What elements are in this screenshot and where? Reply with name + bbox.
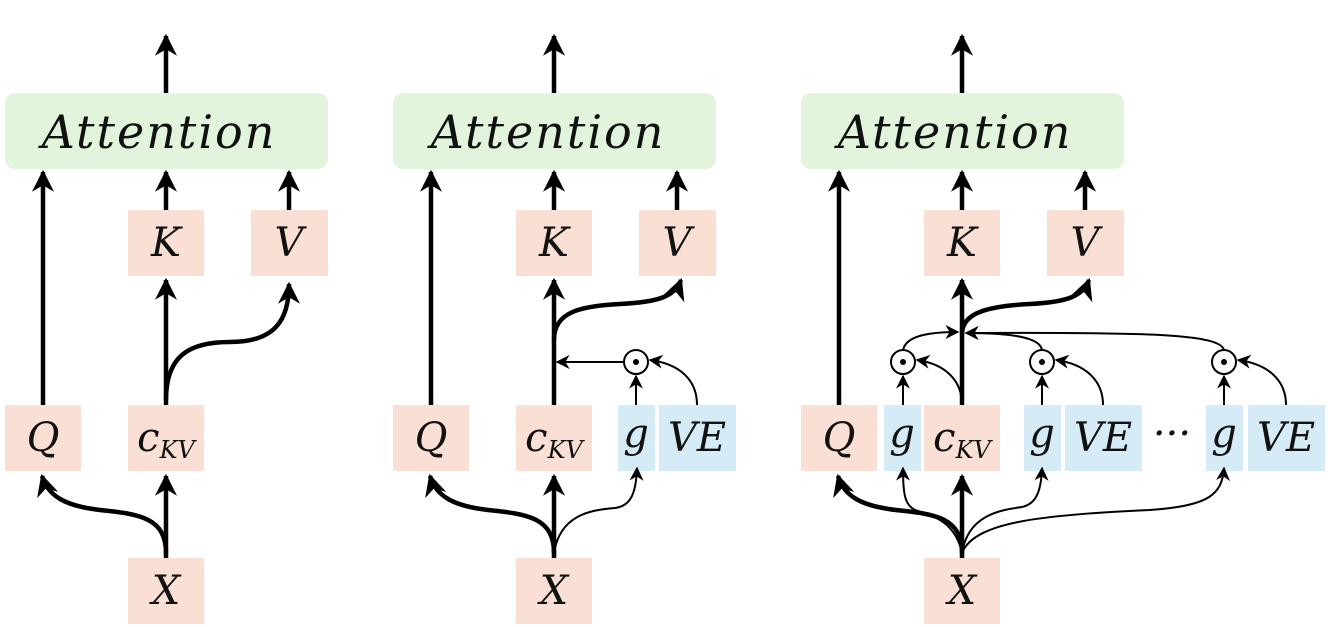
attention-box — [393, 93, 716, 169]
x-box — [128, 558, 204, 624]
panel-2: Attention K V Q cKV g VE X — [393, 33, 736, 624]
v-label: V — [1071, 220, 1104, 266]
gate1-to-merge-arrow — [902, 325, 960, 351]
ve-label-2: VE — [1074, 415, 1132, 461]
attention-label: Attention — [834, 105, 1073, 159]
x-to-q-arrow — [37, 473, 169, 554]
gate3-to-merge-arrow — [964, 325, 1225, 351]
ckv-to-v-arrow — [163, 281, 300, 401]
q-box — [801, 405, 877, 471]
x-to-g1-arrow — [896, 466, 963, 554]
g-box-1 — [884, 405, 921, 471]
attention-box — [801, 93, 1124, 169]
x-label: X — [537, 568, 570, 614]
v-box — [639, 210, 716, 276]
g-box-2 — [1024, 405, 1061, 471]
ve-label-3: VE — [1257, 415, 1315, 461]
panel-1: Attention K V Q cKV X — [5, 33, 328, 624]
merge-to-v-arrow — [551, 277, 685, 341]
k-box — [924, 210, 1000, 276]
ckv-label: cKV — [933, 415, 993, 464]
v-box — [251, 210, 328, 276]
attention-label: Attention — [427, 105, 666, 159]
g-label-3: g — [1211, 411, 1237, 457]
v-label: V — [275, 220, 308, 266]
merge-to-v-arrow — [959, 277, 1093, 335]
q-label: Q — [823, 415, 856, 461]
g-label-2: g — [1029, 411, 1055, 457]
x-to-q-arrow — [833, 473, 965, 554]
x-to-q-arrow — [425, 473, 557, 554]
ckv-box — [516, 405, 592, 471]
panel-3: Attention K V Q g cKV g VE ··· g VE X — [801, 33, 1325, 624]
x-label: X — [945, 568, 978, 614]
x-box — [924, 558, 1000, 624]
x-box — [516, 558, 592, 624]
k-box — [516, 210, 592, 276]
v-label: V — [663, 220, 696, 266]
x-to-g-arrow — [553, 466, 644, 554]
ve-label: VE — [668, 415, 726, 461]
g-label-1: g — [889, 411, 915, 457]
ve-box-2 — [1065, 405, 1142, 471]
ckv-box — [128, 405, 204, 471]
x-label: X — [149, 568, 182, 614]
ve-box — [659, 405, 736, 471]
k-label: K — [946, 220, 979, 266]
k-label: K — [150, 220, 183, 266]
q-box — [5, 405, 81, 471]
k-label: K — [538, 220, 571, 266]
k-box — [128, 210, 204, 276]
ve-to-gate-arrow — [648, 354, 698, 406]
attention-label: Attention — [38, 105, 277, 159]
v-box — [1047, 210, 1124, 276]
ve-box-3 — [1248, 405, 1325, 471]
ckv-to-gate1-arrow — [915, 354, 963, 406]
ckv-box — [924, 405, 1000, 471]
ckv-label: cKV — [137, 415, 197, 464]
ellipsis: ··· — [1153, 411, 1191, 457]
ve2-to-gate2-arrow — [1054, 354, 1104, 406]
q-label: Q — [27, 415, 60, 461]
ckv-label: cKV — [525, 415, 585, 464]
g-box — [618, 405, 655, 471]
attention-box — [5, 93, 328, 169]
q-box — [393, 405, 469, 471]
x-to-g2-arrow — [961, 466, 1049, 554]
gate2-to-merge-arrow — [964, 326, 1043, 351]
g-box-3 — [1206, 405, 1243, 471]
g-label: g — [623, 411, 649, 457]
x-to-g3-arrow — [961, 466, 1231, 554]
ve3-to-gate3-arrow — [1236, 354, 1287, 406]
q-label: Q — [415, 415, 448, 461]
